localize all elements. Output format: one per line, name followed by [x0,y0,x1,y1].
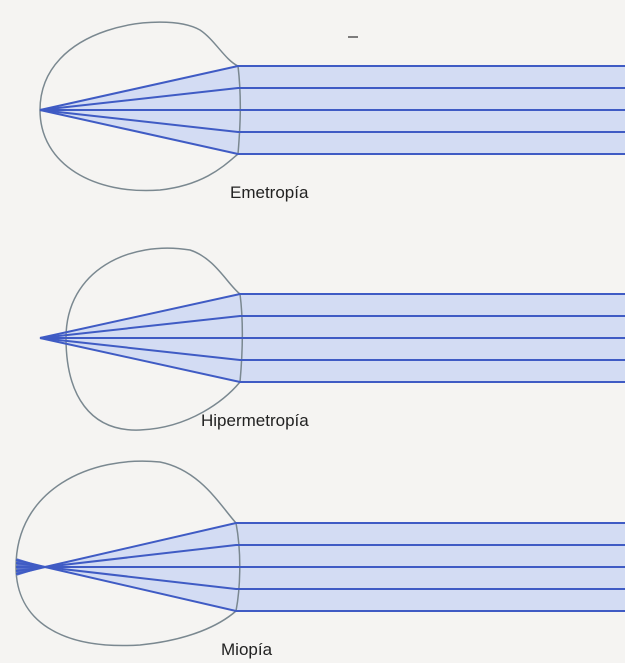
emetropia-label: Emetropía [230,183,308,203]
hipermetropia-label: Hipermetropía [201,411,309,431]
miopia-label: Miopía [221,640,272,660]
emetropia-diagram [40,22,625,190]
hipermetropia-diagram [40,248,625,430]
miopia-diagram [16,461,625,645]
